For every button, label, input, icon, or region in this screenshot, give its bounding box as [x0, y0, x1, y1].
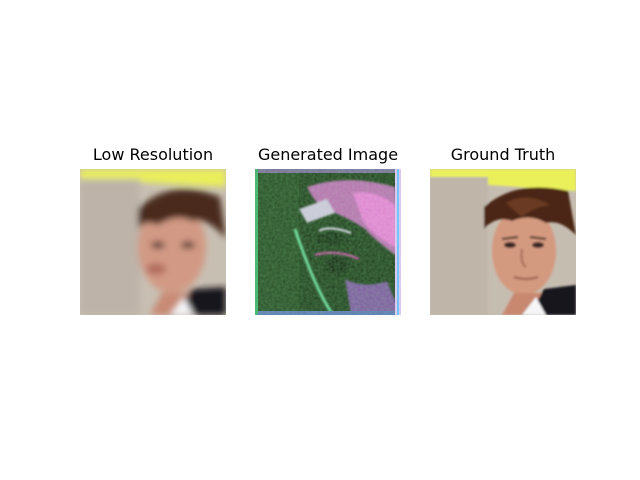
panel-ground-truth: Ground Truth: [430, 0, 576, 480]
panel-generated-image: Generated Image: [255, 0, 401, 480]
ground-truth-face-image: [430, 169, 576, 315]
generated-face-image: [255, 169, 401, 315]
low-resolution-face-image: [80, 169, 226, 315]
panel-title-generated-image: Generated Image: [257, 145, 399, 164]
panel-title-low-resolution: Low Resolution: [92, 145, 214, 164]
panel-low-resolution: Low Resolution: [80, 0, 226, 480]
panel-title-ground-truth: Ground Truth: [450, 145, 556, 164]
